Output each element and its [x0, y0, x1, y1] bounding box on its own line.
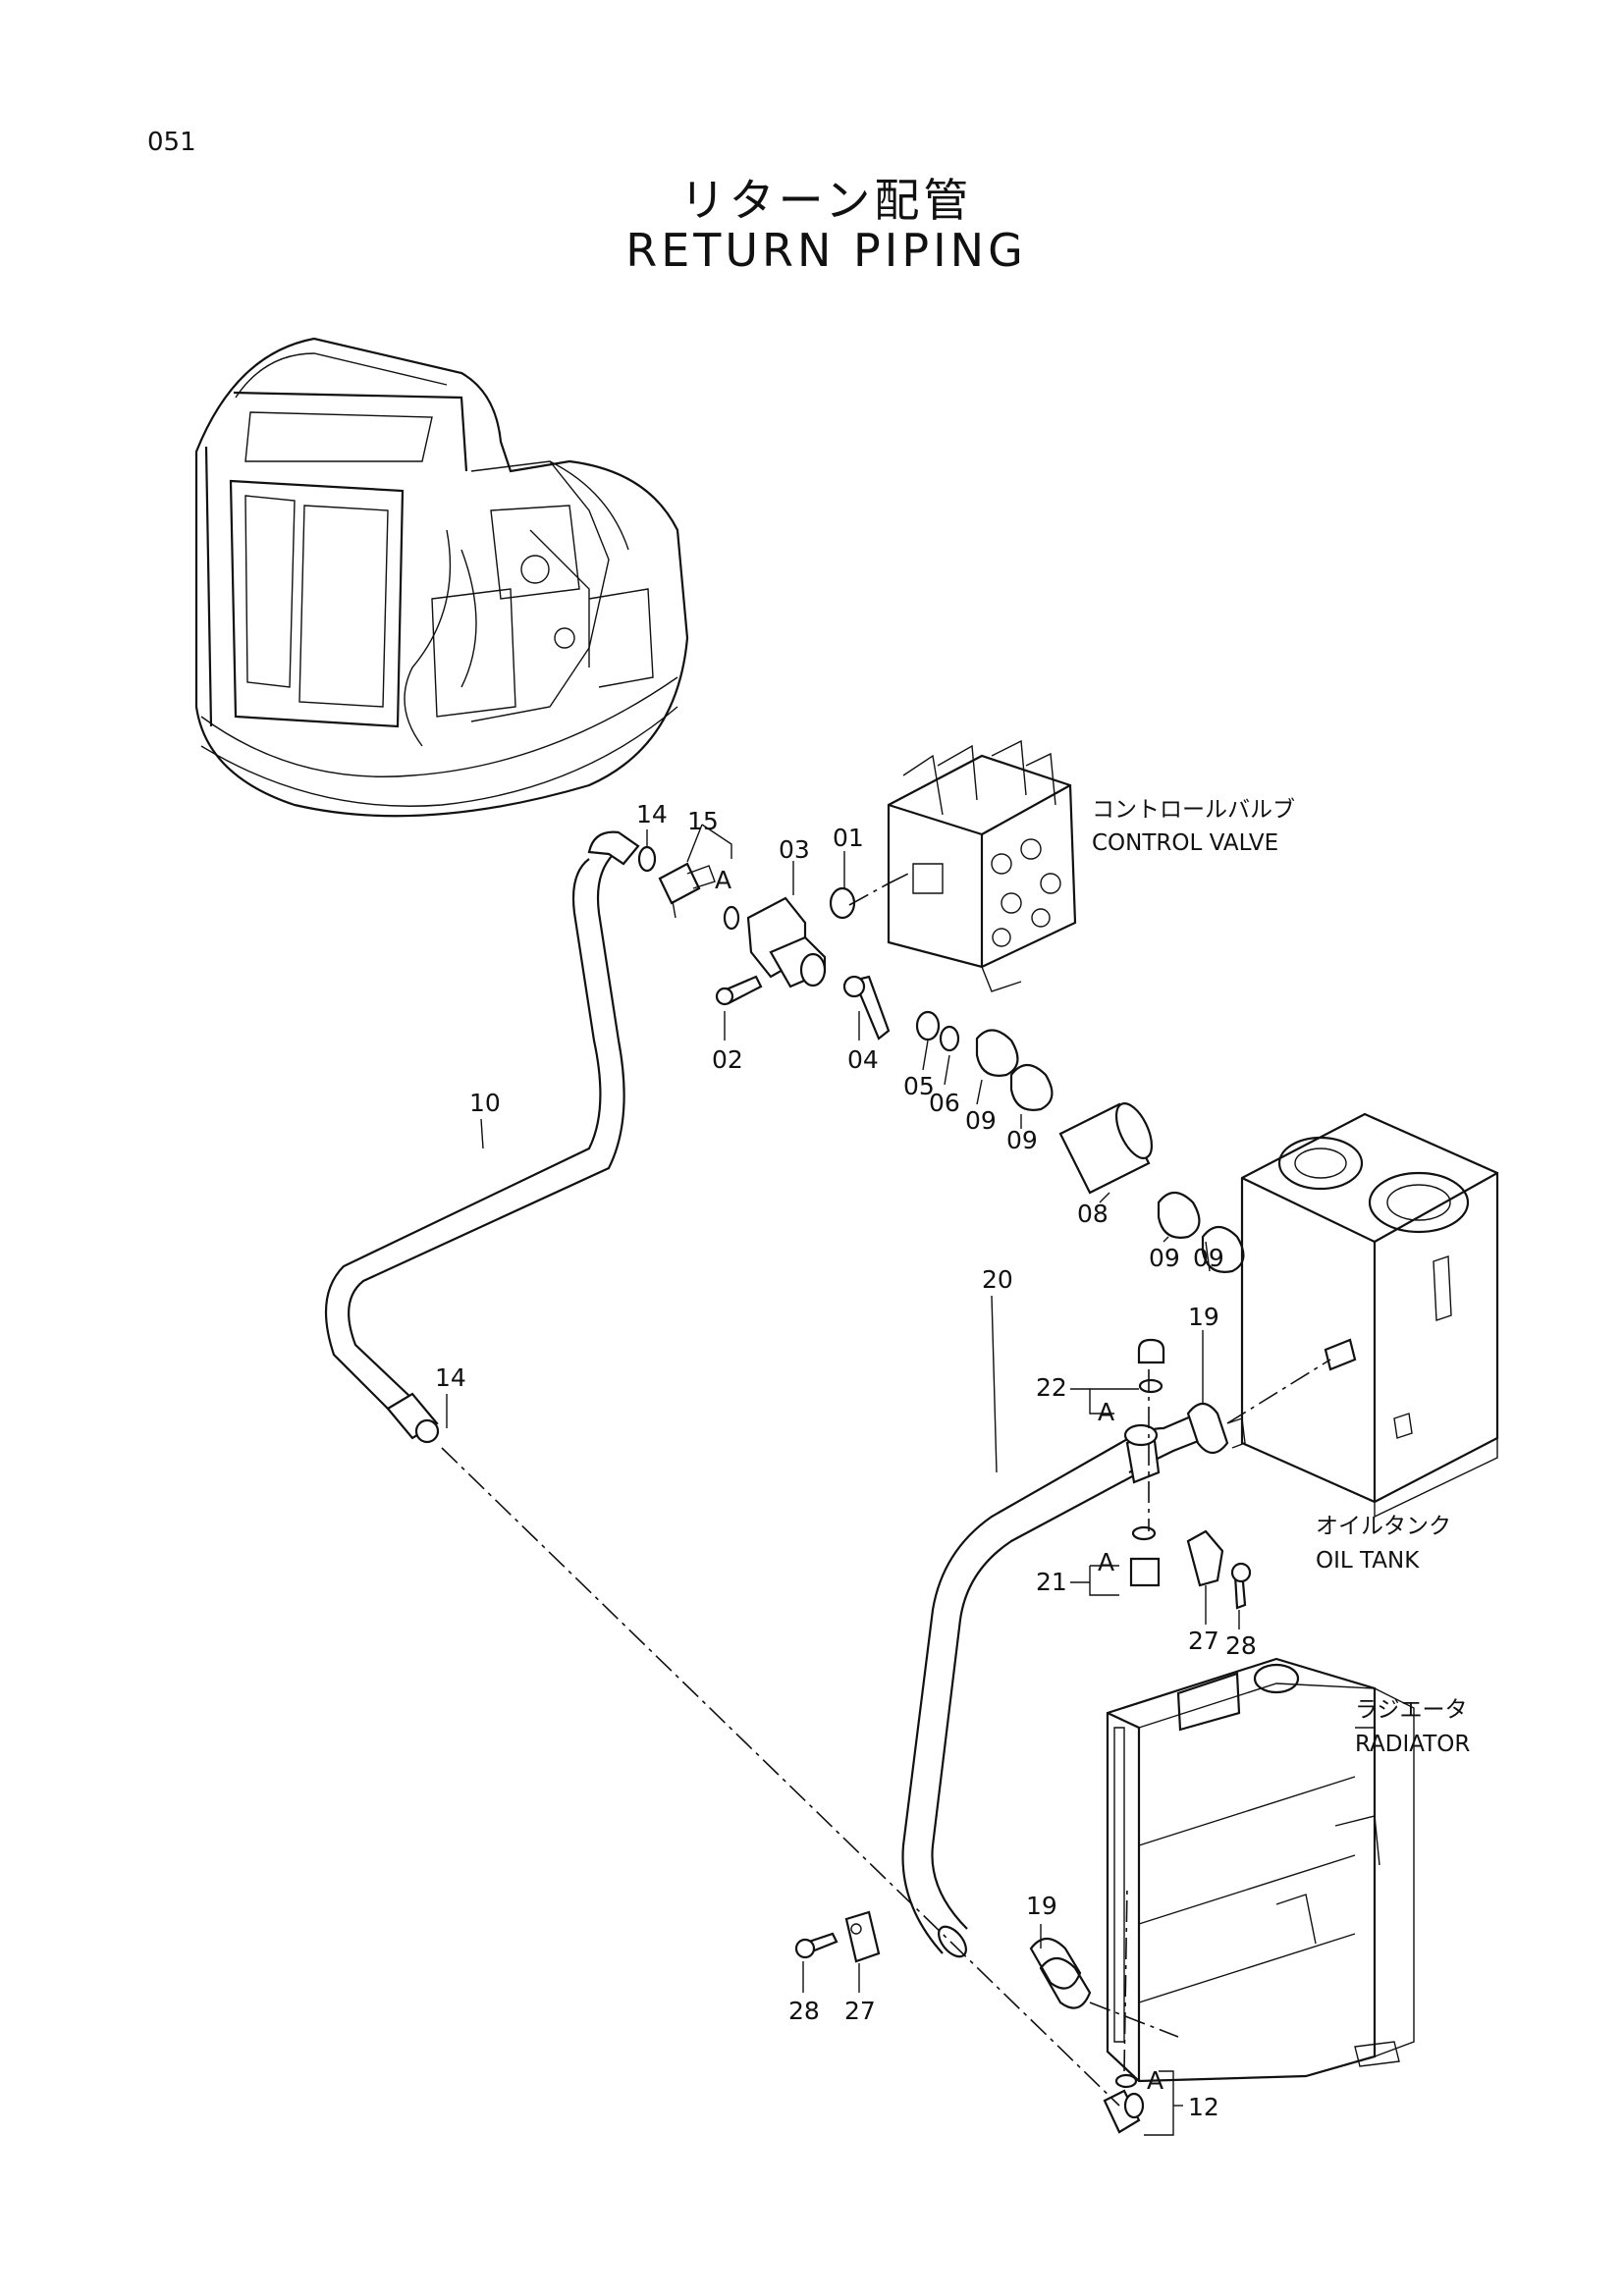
fittings-group-upper [637, 845, 1245, 1273]
connection-lines [441, 873, 1331, 2107]
radiator-label-jp: ラジエータ [1355, 1697, 1468, 1723]
part-label-05: 05 [903, 1072, 935, 1100]
oil-tank-illustration [1240, 1112, 1499, 1519]
part-label-14-lower: 14 [435, 1363, 466, 1392]
part-label-22: 22 [1036, 1373, 1067, 1402]
title-japanese: リターン配管 [679, 174, 973, 227]
excavator-body-illustration [194, 337, 689, 818]
control-valve-illustration [887, 739, 1077, 992]
control-valve-label-en: CONTROL VALVE [1092, 830, 1278, 856]
part-label-04: 04 [847, 1045, 879, 1074]
part-label-15: 15 [687, 807, 719, 835]
part-labels: 14 15 03 01 A 02 04 05 06 09 09 08 09 09… [435, 800, 1257, 2121]
part-label-01: 01 [833, 824, 864, 852]
oil-tank-label-en: OIL TANK [1316, 1548, 1420, 1574]
part-label-03: 03 [779, 835, 810, 864]
part-label-02: 02 [712, 1045, 743, 1074]
leader-lines [446, 824, 1240, 2136]
part-label-06: 06 [929, 1089, 960, 1117]
part-label-09-3: 09 [1149, 1244, 1180, 1272]
part-label-a-middle: A [1098, 1398, 1114, 1426]
part-label-a-lower-middle: A [1098, 1548, 1114, 1576]
part-label-09-2: 09 [1006, 1126, 1038, 1154]
part-label-14: 14 [636, 800, 668, 828]
return-hose-10 [324, 830, 640, 1444]
radiator-label-en: RADIATOR [1355, 1732, 1470, 1757]
page-number: 051 [147, 128, 196, 157]
part-label-19-lower: 19 [1026, 1892, 1057, 1920]
part-label-09-4: 09 [1193, 1244, 1224, 1272]
part-label-28-upper: 28 [1225, 1631, 1257, 1660]
part-label-09-1: 09 [965, 1106, 997, 1135]
title-english: RETURN PIPING [625, 224, 1027, 277]
part-label-08: 08 [1077, 1200, 1109, 1228]
part-label-a-bottom: A [1147, 2066, 1163, 2095]
part-label-19-upper: 19 [1188, 1303, 1219, 1331]
part-label-28-lower: 28 [788, 1997, 820, 2025]
oil-tank-label-jp: オイルタンク [1316, 1514, 1451, 1539]
part-label-27-lower: 27 [844, 1997, 876, 2025]
part-label-20: 20 [982, 1265, 1013, 1294]
control-valve-label-jp: コントロールバルブ [1092, 797, 1295, 823]
part-label-10: 10 [469, 1089, 501, 1117]
part-label-27-upper: 27 [1188, 1627, 1219, 1655]
part-label-12: 12 [1188, 2093, 1219, 2121]
part-label-a-upper: A [715, 866, 731, 894]
part-label-21: 21 [1036, 1568, 1067, 1596]
tank-return-pipe-20 [901, 1338, 1252, 1958]
